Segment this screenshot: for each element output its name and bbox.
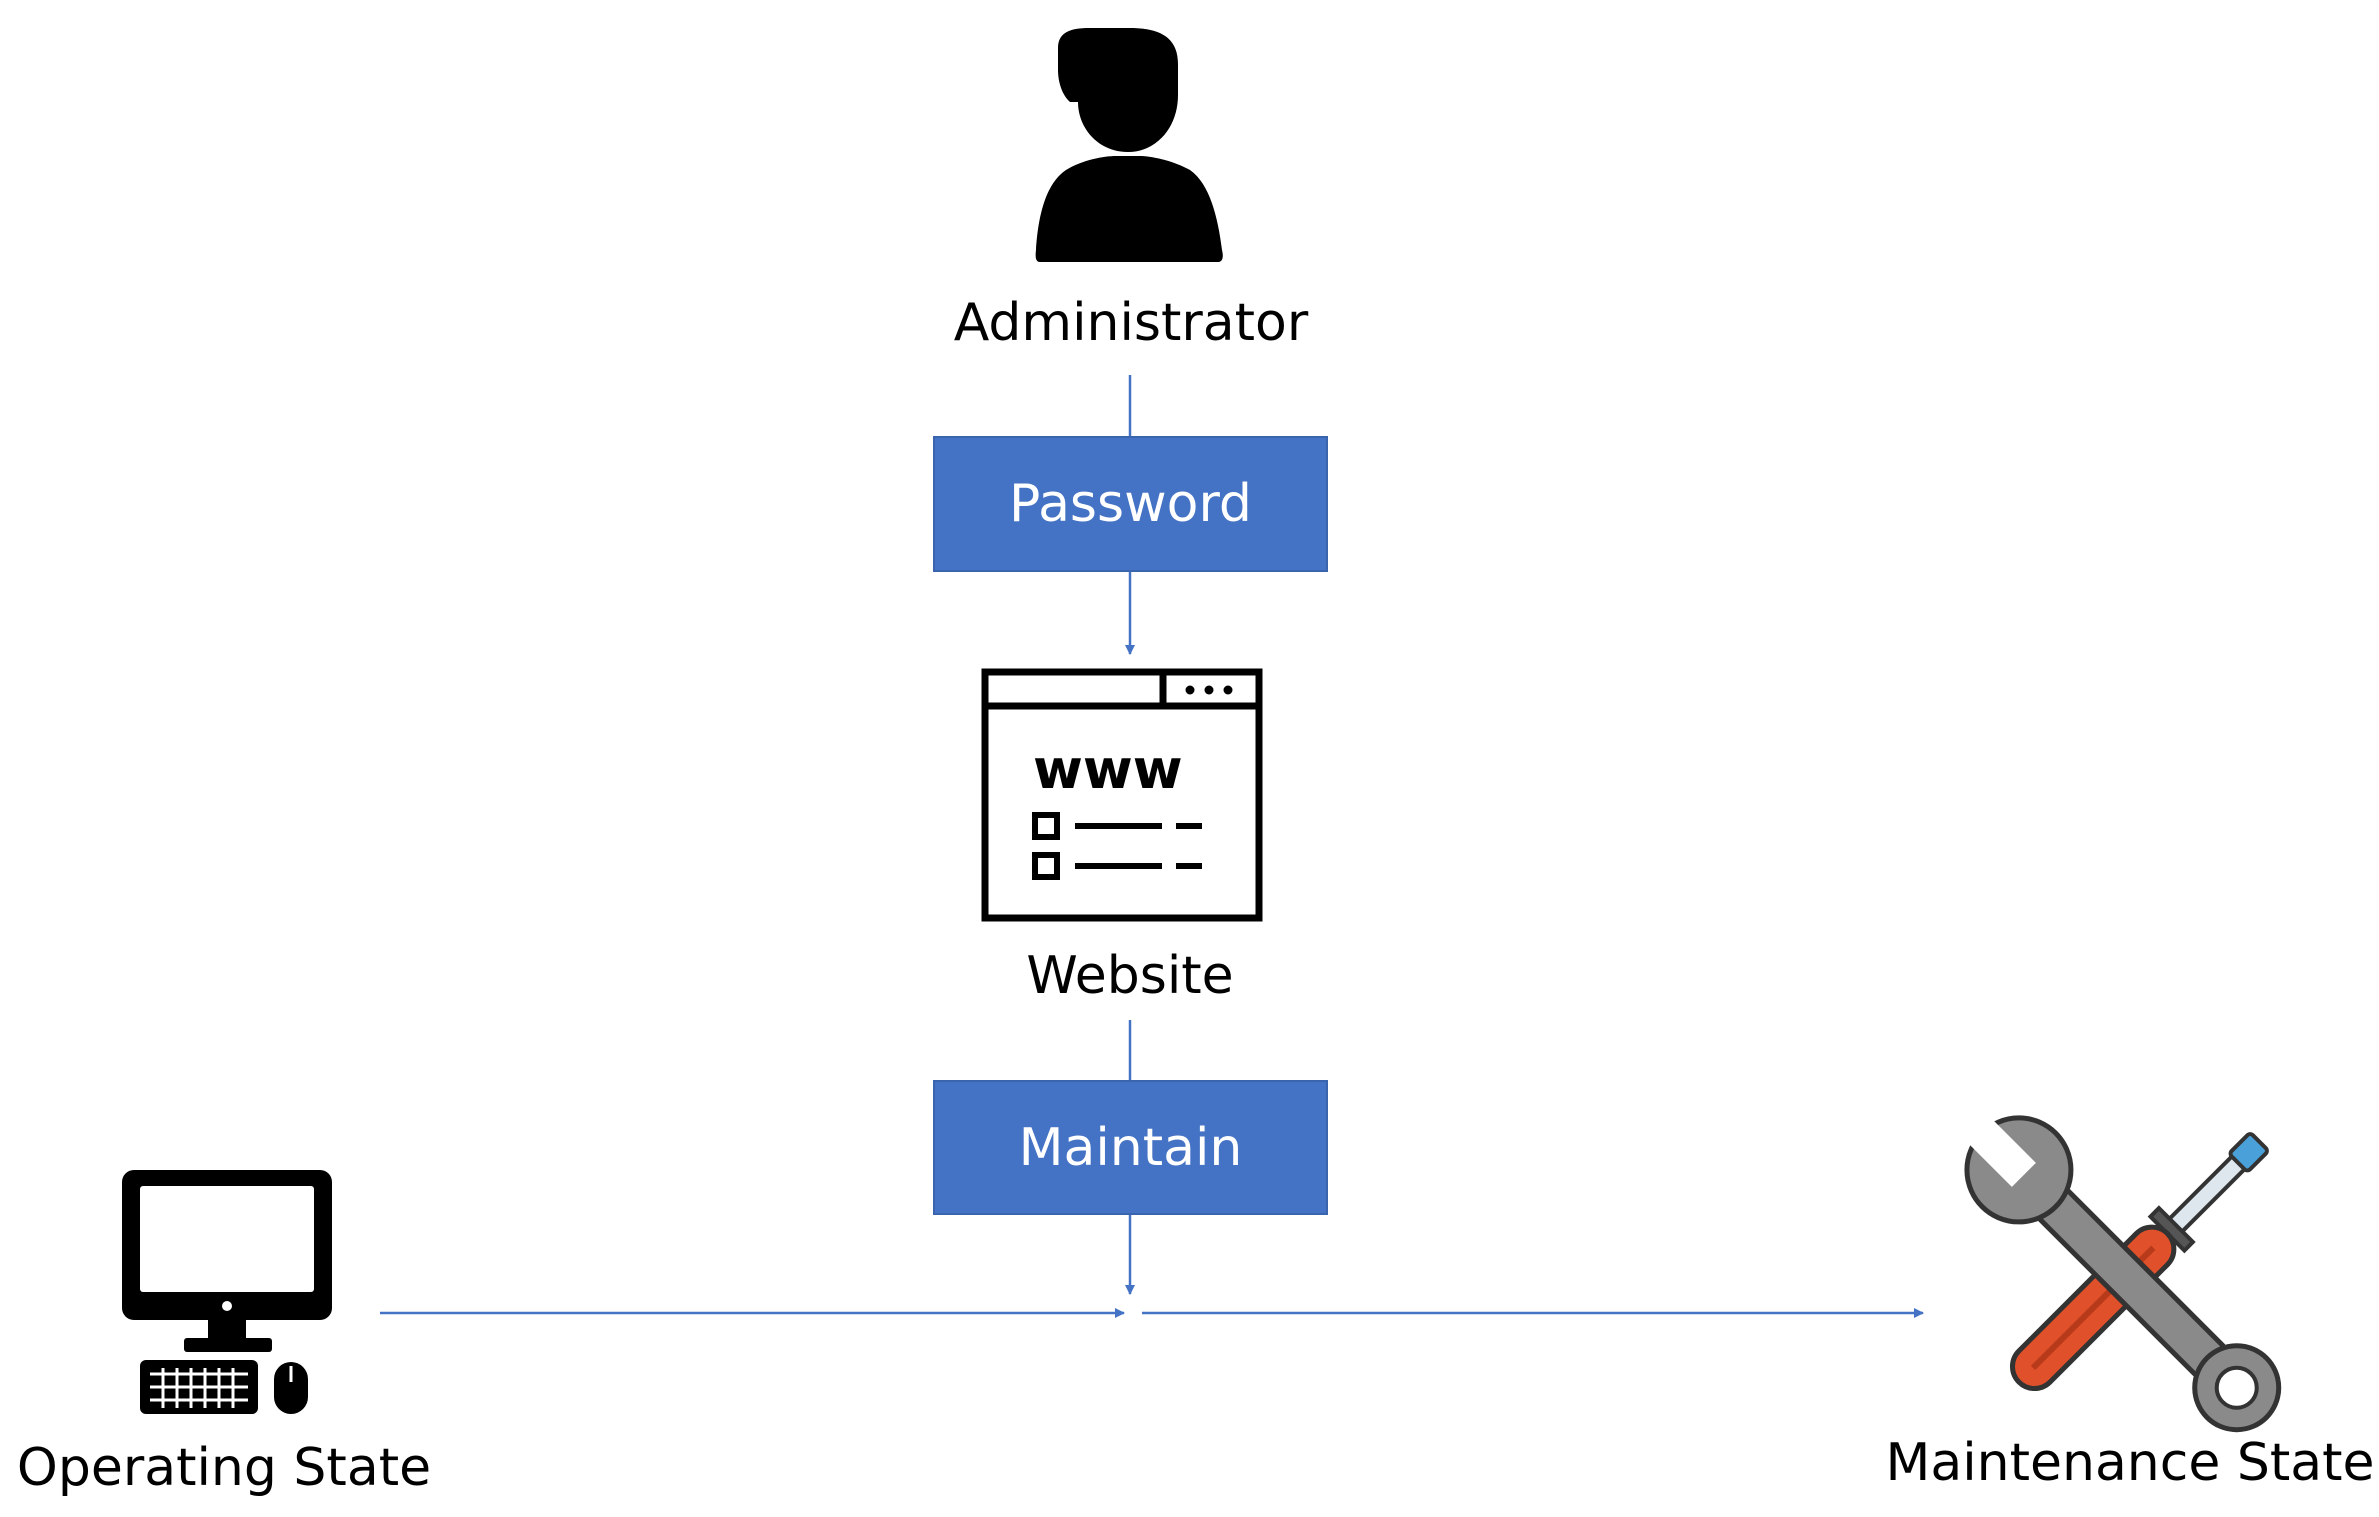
tools-icon — [1960, 1111, 2282, 1433]
web-browser-icon — [981, 668, 1263, 922]
maintain-box: Maintain — [933, 1080, 1328, 1215]
browser-www-text: www — [1033, 738, 1183, 801]
browser-menu-dots-icon — [1185, 685, 1233, 695]
administrator-label: Administrator — [953, 293, 1309, 353]
maintenance-state-label: Maintenance State — [1885, 1433, 2375, 1493]
maintain-label: Maintain — [1018, 1117, 1243, 1178]
password-label: Password — [1009, 474, 1252, 534]
user-icon — [1035, 28, 1223, 262]
connectors — [380, 375, 1924, 1318]
website-label: Website — [1026, 946, 1234, 1006]
desktop-computer-icon — [122, 1170, 332, 1414]
operating-state-label: Operating State — [16, 1438, 432, 1498]
password-box: Password — [933, 436, 1328, 572]
keyboard-keys — [150, 1368, 248, 1408]
